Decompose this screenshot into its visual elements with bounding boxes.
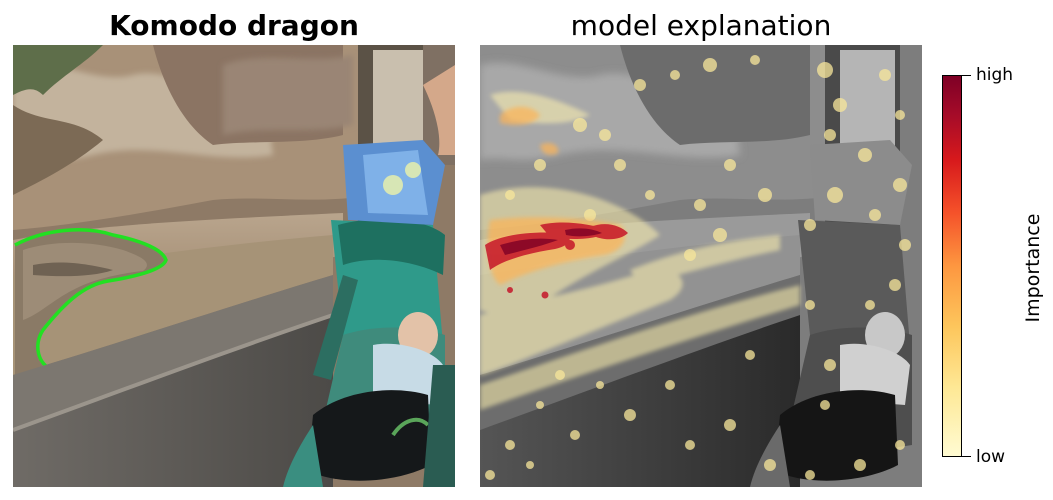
right-panel-title: model explanation bbox=[570, 9, 832, 42]
colorbar-high-tick bbox=[962, 75, 971, 76]
importance-colorbar bbox=[942, 75, 962, 457]
explanation-heatmap-panel bbox=[480, 45, 922, 487]
explanation-heatmap bbox=[480, 45, 922, 487]
zoo-photo bbox=[13, 45, 455, 487]
original-photo-panel bbox=[13, 45, 455, 487]
colorbar-high-label: high bbox=[976, 65, 1014, 85]
colorbar-title: Importance bbox=[1022, 213, 1044, 323]
colorbar-low-tick bbox=[962, 456, 971, 457]
left-panel-title: Komodo dragon bbox=[109, 9, 359, 42]
colorbar-low-label: low bbox=[976, 447, 1006, 467]
